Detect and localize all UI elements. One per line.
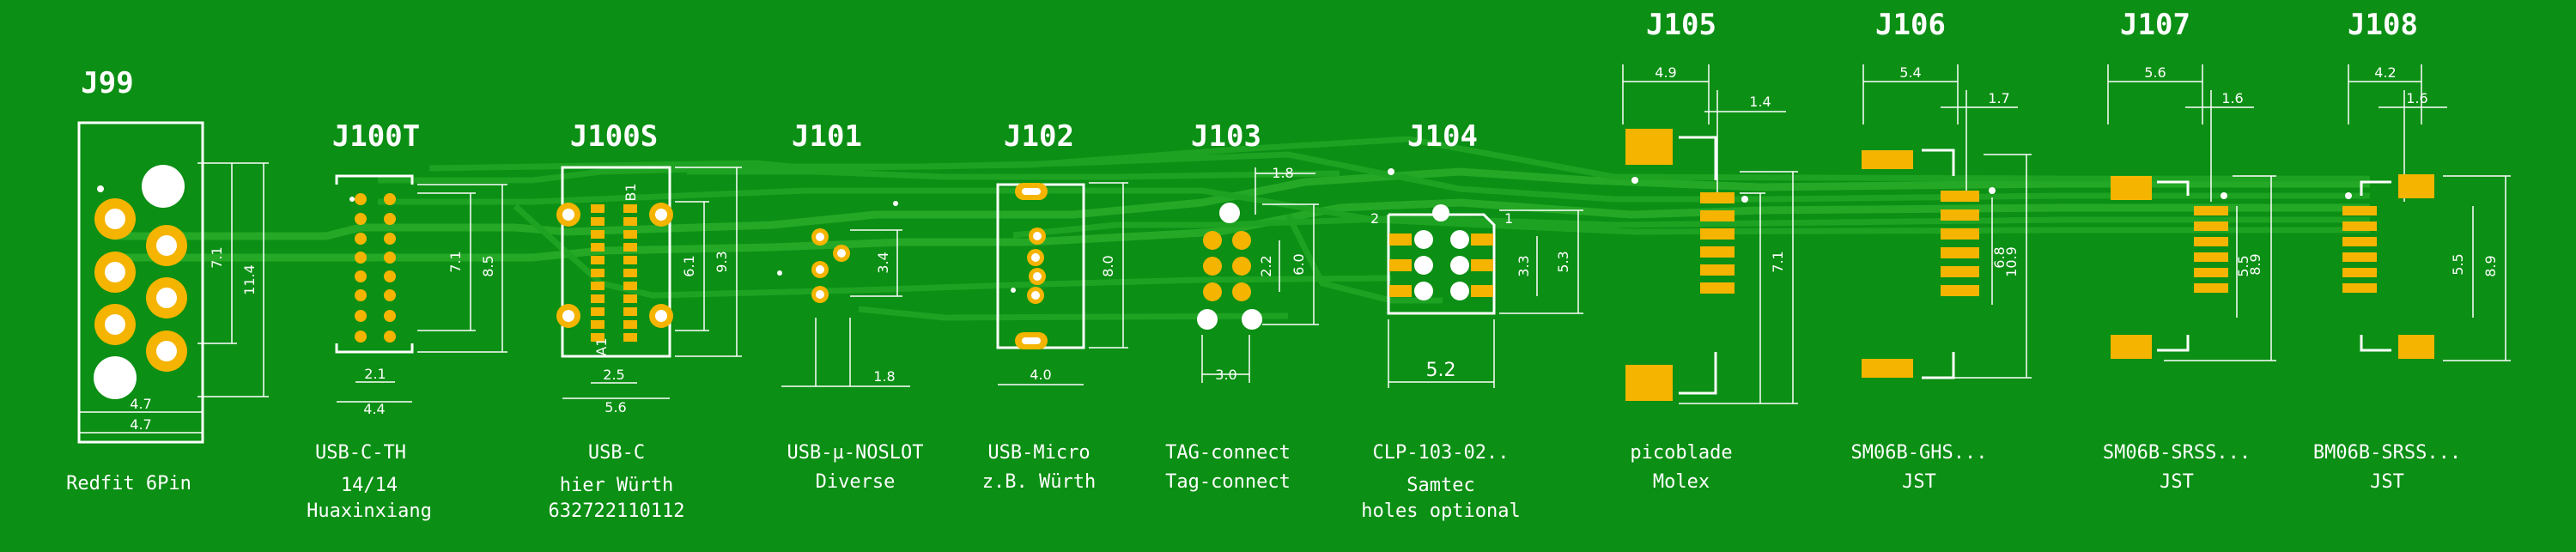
svg-text:JST: JST (2370, 471, 2404, 493)
connector-j100t: J100T 7.1 8.5 2.1 4.4 USB-C-TH 14/14 Hua… (307, 119, 507, 522)
svg-text:J108: J108 (2348, 8, 2418, 42)
svg-text:4.7: 4.7 (130, 416, 151, 433)
connector-j100s: J100S B1 A1 6.1 9.3 2.5 5.6 USB-C hi (549, 119, 742, 522)
svg-text:2.2: 2.2 (1258, 255, 1274, 276)
svg-text:1.8: 1.8 (1272, 165, 1293, 181)
svg-text:4.9: 4.9 (1655, 64, 1676, 81)
svg-text:USB-µ-NOSLOT: USB-µ-NOSLOT (787, 442, 924, 464)
svg-text:holes optional: holes optional (1361, 500, 1520, 522)
svg-text:J107: J107 (2120, 8, 2190, 42)
svg-text:4.2: 4.2 (2374, 64, 2396, 81)
svg-text:J102: J102 (1004, 119, 1074, 154)
svg-text:1.4: 1.4 (1749, 94, 1771, 110)
svg-text:USB-C-TH: USB-C-TH (315, 442, 406, 464)
svg-text:J100T: J100T (332, 119, 420, 154)
svg-text:8.9: 8.9 (2482, 255, 2499, 276)
svg-text:J101: J101 (792, 119, 862, 154)
connector-j108: J108 4.2 1.6 5.5 8.9 BM06B-SRSS... JST (2313, 8, 2511, 493)
svg-text:7.1: 7.1 (209, 246, 225, 268)
svg-text:4.0: 4.0 (1030, 367, 1051, 383)
svg-text:3.0: 3.0 (1215, 367, 1236, 383)
svg-text:TAG-connect: TAG-connect (1165, 442, 1291, 464)
svg-text:8.0: 8.0 (1100, 255, 1116, 276)
svg-text:14/14: 14/14 (341, 475, 398, 496)
connector-j101: J101 3.4 1.8 USB-µ-NOSLOT Diverse (777, 119, 923, 493)
svg-text:5.6: 5.6 (605, 399, 626, 416)
svg-text:2: 2 (1370, 210, 1379, 227)
connector-j104: J104 2 1 3.3 5.3 5.2 CLP-103-02.. Samtec… (1361, 119, 1583, 522)
connector-j106: J106 5.4 1.7 6.8 10.9 SM06B-GHS... JST (1851, 8, 2032, 493)
svg-text:5.6: 5.6 (2144, 64, 2166, 81)
svg-text:1.7: 1.7 (1988, 90, 2009, 106)
svg-text:1.8: 1.8 (873, 368, 895, 385)
svg-text:1.6: 1.6 (2406, 90, 2427, 106)
svg-text:6.1: 6.1 (681, 255, 697, 276)
connector-j103: J103 1.8 2.2 6.0 3.0 TAG-connect Tag-con… (1165, 119, 1319, 493)
svg-text:8.5: 8.5 (480, 255, 496, 276)
name-j99: Redfit 6Pin (66, 473, 191, 494)
svg-text:J105: J105 (1646, 8, 1716, 42)
svg-text:B1: B1 (623, 183, 639, 201)
svg-text:11.4: 11.4 (241, 264, 258, 295)
svg-text:JST: JST (1902, 471, 1936, 493)
svg-text:Tag-connect: Tag-connect (1165, 471, 1291, 493)
svg-text:5.5: 5.5 (2450, 253, 2466, 275)
svg-text:6.0: 6.0 (1291, 253, 1307, 275)
svg-text:1: 1 (1504, 210, 1513, 227)
svg-text:3.3: 3.3 (1516, 255, 1532, 276)
connector-j102: J102 8.0 4.0 USB-Micro z.B. Würth (982, 119, 1128, 493)
svg-text:2.5: 2.5 (603, 367, 624, 383)
svg-text:Diverse: Diverse (816, 471, 896, 493)
svg-text:4.4: 4.4 (363, 401, 385, 417)
svg-text:5.4: 5.4 (1899, 64, 1921, 81)
svg-text:10.9: 10.9 (2003, 246, 2020, 277)
body-j100s (561, 166, 671, 358)
svg-text:J106: J106 (1875, 8, 1946, 42)
svg-text:SM06B-GHS...: SM06B-GHS... (1851, 442, 1988, 464)
svg-text:J104: J104 (1407, 119, 1478, 154)
svg-text:hier Würth: hier Würth (560, 475, 673, 496)
svg-text:6.8: 6.8 (1991, 246, 2008, 268)
svg-text:7.1: 7.1 (447, 251, 464, 272)
svg-text:Huaxinxiang: Huaxinxiang (307, 500, 432, 522)
connector-j99: J99 7.1 11.4 4.7 4.7 Redfit 6Pin (66, 66, 269, 494)
svg-text:A1: A1 (593, 337, 610, 355)
svg-text:8.9: 8.9 (2247, 253, 2263, 275)
pads-j104 (1389, 230, 1493, 300)
ref-j99: J99 (81, 66, 133, 100)
svg-text:2.1: 2.1 (364, 366, 386, 382)
svg-text:JST: JST (2160, 471, 2194, 493)
svg-text:picoblade: picoblade (1630, 442, 1732, 464)
svg-text:7.1: 7.1 (1770, 251, 1786, 272)
svg-text:CLP-103-02..: CLP-103-02.. (1373, 442, 1510, 464)
svg-text:USB-C: USB-C (588, 442, 645, 464)
svg-text:3.4: 3.4 (875, 252, 891, 273)
svg-text:J103: J103 (1191, 119, 1261, 154)
svg-text:J100S: J100S (570, 119, 658, 154)
svg-text:Molex: Molex (1653, 471, 1710, 493)
connector-j107: J107 5.6 1.6 5.5 8.9 SM06B-SRSS... JST (2103, 8, 2276, 493)
svg-text:5.5: 5.5 (2235, 255, 2251, 276)
svg-text:USB-Micro: USB-Micro (987, 442, 1090, 464)
svg-text:BM06B-SRSS...: BM06B-SRSS... (2313, 442, 2461, 464)
svg-text:Samtec: Samtec (1406, 475, 1474, 496)
svg-text:632722110112: 632722110112 (549, 500, 685, 522)
traces (112, 136, 2370, 321)
svg-text:5.2: 5.2 (1426, 360, 1456, 381)
svg-text:4.7: 4.7 (130, 396, 151, 412)
svg-text:9.3: 9.3 (714, 251, 730, 272)
svg-text:z.B. Würth: z.B. Würth (982, 471, 1096, 493)
svg-text:5.3: 5.3 (1555, 251, 1571, 272)
courtyard-j99 (77, 121, 204, 444)
pads-j100t (355, 193, 396, 343)
svg-text:SM06B-SRSS...: SM06B-SRSS... (2103, 442, 2251, 464)
pads-j100s (591, 204, 637, 342)
connector-j105: J105 4.9 1.4 7.1 picoblade Molex (1622, 8, 1798, 493)
svg-text:1.6: 1.6 (2221, 90, 2243, 106)
pads-j99 (94, 198, 187, 372)
